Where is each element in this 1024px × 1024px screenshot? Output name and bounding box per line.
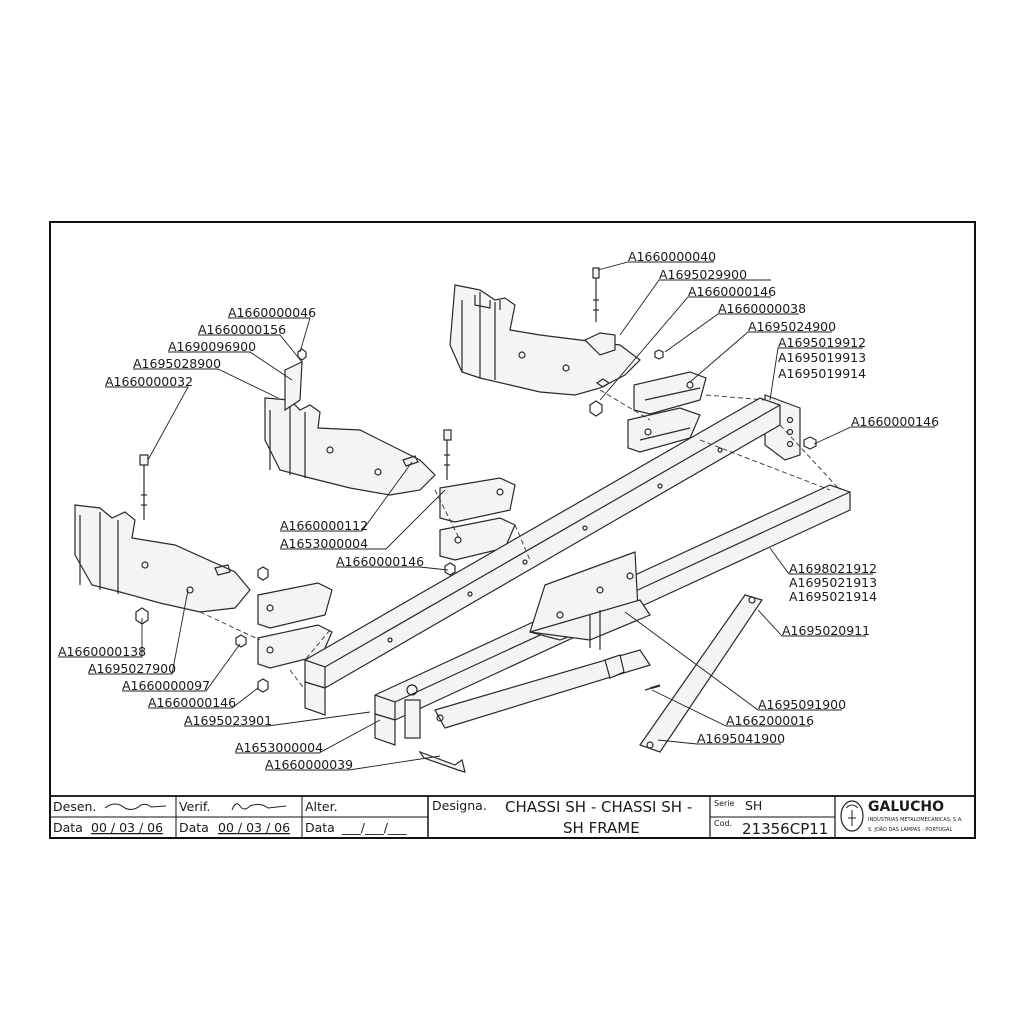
- nut-top-bracket: [589, 349, 664, 417]
- serie-label: Serie: [714, 799, 735, 808]
- title-block: Desen. Verif. Alter. Data 00 / 03 / 06 D…: [49, 795, 976, 839]
- part-label: A1695029900: [659, 267, 747, 282]
- diagonal-stay: [639, 594, 763, 753]
- main-beam-upper: [304, 397, 781, 716]
- part-label: A1695028900: [133, 356, 221, 371]
- verifier-date-label: Data: [179, 820, 209, 835]
- part-label: A1653000004: [235, 740, 323, 755]
- part-label: A1695021913: [789, 575, 877, 590]
- verifier-signature: [231, 803, 287, 811]
- alter-date-label: Data: [305, 820, 335, 835]
- drawing-title-line2: SH FRAME: [563, 819, 640, 837]
- part-label: A1695024900: [748, 319, 836, 334]
- plates-top-right: [627, 371, 707, 453]
- exploded-parts-drawing: [74, 267, 851, 773]
- part-label: A1660000046: [228, 305, 316, 320]
- part-label: A1660000156: [198, 322, 286, 337]
- verifier-date: 00 / 03 / 06: [218, 820, 290, 835]
- plates-lower-left: [235, 566, 333, 693]
- part-label: A1660000032: [105, 374, 193, 389]
- part-label: A1662000016: [726, 713, 814, 728]
- designer-signature: [104, 803, 167, 810]
- part-label: A1695041900: [697, 731, 785, 746]
- part-label: A1660000039: [265, 757, 353, 772]
- code-value: 21356CP11: [742, 820, 828, 838]
- part-label: A1695019914: [778, 366, 866, 381]
- bracket-middle: [264, 361, 436, 496]
- company-name: GALUCHO: [868, 799, 944, 815]
- assembly-dashed-lines: [199, 389, 841, 691]
- bolt-lower-left: [139, 454, 149, 520]
- centre-cross-plate: [529, 551, 651, 650]
- part-label: A1660000146: [688, 284, 776, 299]
- part-label: A1660000146: [336, 554, 424, 569]
- part-label: A1695023901: [184, 713, 272, 728]
- designer-date: 00 / 03 / 06: [91, 820, 163, 835]
- part-label: A1695021914: [789, 589, 877, 604]
- part-label: A1653000004: [280, 536, 368, 551]
- part-label: A1660000146: [851, 414, 939, 429]
- part-label: A1698021912: [789, 561, 877, 576]
- part-label: A1695019912: [778, 335, 866, 350]
- part-label: A1695027900: [88, 661, 176, 676]
- company-location: S. JOÃO DAS LAMPAS - PORTUGAL: [868, 826, 952, 833]
- part-label-group: A1660000040 A1695029900 A1660000146 A166…: [58, 249, 939, 772]
- serie-value: SH: [745, 798, 762, 813]
- bolt-top: [592, 267, 600, 322]
- part-label: A1660000146: [148, 695, 236, 710]
- bracket-lower-left: [74, 504, 251, 625]
- centre-pin: [604, 654, 661, 691]
- bracket-top-right: [449, 284, 641, 396]
- designation-label: Designa.: [432, 798, 487, 813]
- part-label: A1660000138: [58, 644, 146, 659]
- designer-label: Desen.: [53, 799, 96, 814]
- company-subtitle: INDUSTRIAS METALOMECANICAS, S.A.: [868, 817, 963, 823]
- designer-date-label: Data: [53, 820, 83, 835]
- bolt-bottom: [418, 750, 466, 773]
- part-label: A1690096900: [168, 339, 256, 354]
- verifier-label: Verif.: [179, 799, 210, 814]
- leader-lines: [58, 261, 935, 771]
- part-label: A1695019913: [778, 350, 866, 365]
- part-label: A1660000038: [718, 301, 806, 316]
- alter-date: ___/___/___: [341, 820, 407, 835]
- company-logo: [840, 800, 864, 832]
- drawing-title-line1: CHASSI SH - CHASSI SH -: [505, 798, 692, 816]
- lower-tie-bar: [434, 649, 651, 729]
- alter-label: Alter.: [305, 799, 338, 814]
- part-label: A1660000040: [628, 249, 716, 264]
- code-label: Cod.: [714, 819, 732, 828]
- part-label: A1695020911: [782, 623, 870, 638]
- part-label: A1660000097: [122, 678, 210, 693]
- part-label: A1660000112: [280, 518, 368, 533]
- part-label: A1695091900: [758, 697, 846, 712]
